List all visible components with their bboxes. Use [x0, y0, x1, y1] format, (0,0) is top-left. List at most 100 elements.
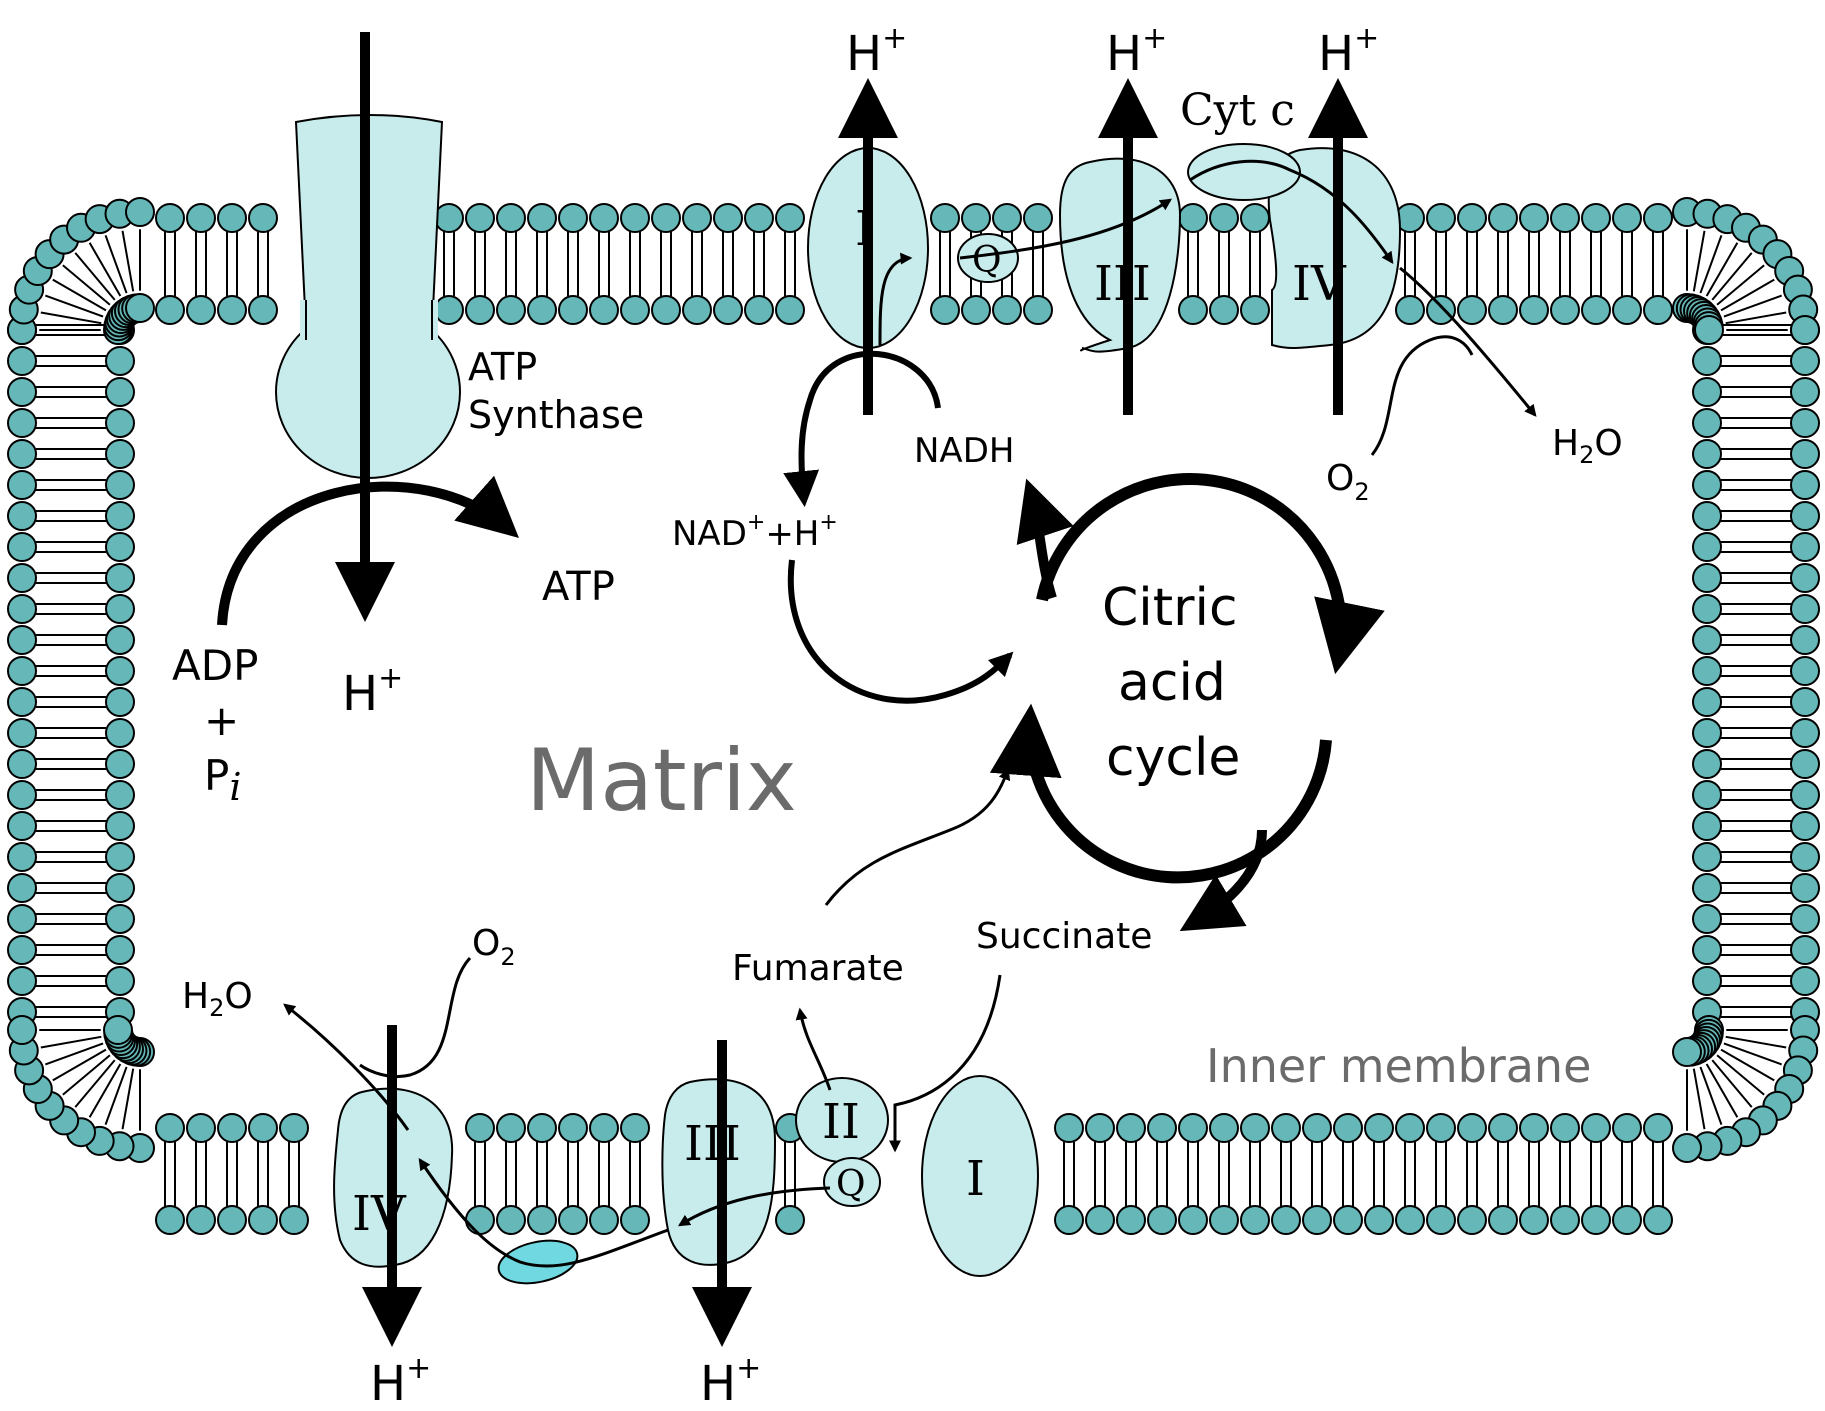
oxygen-bottom-label: O2 [472, 923, 516, 971]
lipid-head [1790, 687, 1820, 717]
lipid-head [1643, 1113, 1673, 1143]
lipid-head [1240, 1113, 1270, 1143]
lipid-head [103, 1015, 133, 1045]
lipid-head [155, 1205, 185, 1235]
lipid-head [1790, 718, 1820, 748]
lipid-tail [121, 230, 135, 292]
lipid-head [186, 203, 216, 233]
lipid-head [1395, 1205, 1425, 1235]
lipid-tail [1716, 264, 1765, 306]
lipid-tail [74, 1059, 116, 1108]
cytochrome-c-bottom [497, 1239, 579, 1285]
lipid-head [7, 1015, 37, 1045]
lipid-tail [62, 264, 111, 306]
lipid-head [496, 1205, 526, 1235]
lipid-head [1790, 470, 1820, 500]
citric-acid-cycle-ring [989, 473, 1385, 932]
lipid-head [1488, 1205, 1518, 1235]
ubiquinone-bottom-label: Q [836, 1164, 866, 1205]
lipid-head [7, 718, 37, 748]
lipid-head [558, 295, 588, 325]
lipid-tail [52, 278, 107, 312]
proton-bottom-complex-III-label: H+ [700, 1351, 761, 1411]
lipid-tail [104, 235, 128, 294]
lipid-head [651, 203, 681, 233]
lipid-head [1692, 811, 1722, 841]
lipid-head [558, 203, 588, 233]
lipid-head [1790, 346, 1820, 376]
lipid-tail [1711, 252, 1753, 301]
lipid-head [1692, 532, 1722, 562]
lipid-head [105, 811, 135, 841]
lipid-head [1692, 377, 1722, 407]
lipid-head [1672, 1133, 1702, 1163]
lipid-head [217, 295, 247, 325]
lipid-tail [1705, 1063, 1739, 1118]
lipid-head [1178, 1113, 1208, 1143]
lipid-tail [1711, 1059, 1753, 1108]
lipid-head [1054, 1205, 1084, 1235]
lipid-tail [1705, 242, 1739, 297]
lipid-tail [1720, 278, 1775, 312]
lipid-head [105, 656, 135, 686]
complex-IV-bottom-label: IV [352, 1186, 407, 1242]
lipid-head [1790, 532, 1820, 562]
lipid-head [1692, 501, 1722, 531]
phosphate-label: Pi [204, 751, 241, 809]
complex-I-top-label: I [855, 201, 874, 257]
lipid-head [105, 563, 135, 593]
lipid-head [1054, 1113, 1084, 1143]
lipid-head [105, 501, 135, 531]
lipid-head [1790, 842, 1820, 872]
lipid-head [1519, 295, 1549, 325]
cytochrome-c-top [1187, 143, 1301, 201]
lipid-tail [62, 1054, 111, 1096]
lipid-head [589, 1113, 619, 1143]
lipid-head [105, 873, 135, 903]
ubiquinone-top-label: Q [972, 240, 1002, 281]
atp-synthesis-arrow [217, 475, 519, 626]
lipid-head [1692, 656, 1722, 686]
lipid-head [7, 470, 37, 500]
ubiquinone-bottom [823, 1157, 881, 1207]
proton-ims-complex-I-label: H+ [846, 21, 907, 82]
lipid-head [775, 295, 805, 325]
nadh-label: NADH [914, 431, 1014, 471]
lipid-head [105, 904, 135, 934]
lipid-head [1643, 1205, 1673, 1235]
lipid-tail [1699, 235, 1723, 294]
lipid-head [217, 203, 247, 233]
lipid-head [1692, 718, 1722, 748]
lipid-head [1692, 873, 1722, 903]
lipid-head [1116, 1205, 1146, 1235]
lipid-head [1581, 295, 1611, 325]
lipid-head [1692, 439, 1722, 469]
lipid-head [1085, 1113, 1115, 1143]
lipid-head [1364, 1113, 1394, 1143]
lipid-head [186, 295, 216, 325]
atp-synthase-label-line1: ATP [468, 345, 537, 389]
complex-III-top [1058, 157, 1182, 353]
lipid-tail [1692, 1068, 1706, 1130]
lipid-head [1790, 656, 1820, 686]
lipid-head [496, 295, 526, 325]
lipid-head [105, 625, 135, 655]
lipid-head [1672, 1037, 1702, 1067]
lipid-head [744, 295, 774, 325]
lipid-head [527, 1113, 557, 1143]
lipid-head [1457, 1205, 1487, 1235]
lipid-head [713, 203, 743, 233]
lipid-tail [45, 1042, 104, 1066]
lipid-head [713, 295, 743, 325]
lipid-head [7, 625, 37, 655]
lipid-tail [74, 252, 116, 301]
lipid-head [527, 1205, 557, 1235]
lipid-head [1519, 1205, 1549, 1235]
lipid-head [186, 1113, 216, 1143]
lipid-head [1457, 1113, 1487, 1143]
lipid-head [105, 718, 135, 748]
lipid-head [434, 203, 464, 233]
lipid-tail [1692, 230, 1706, 292]
